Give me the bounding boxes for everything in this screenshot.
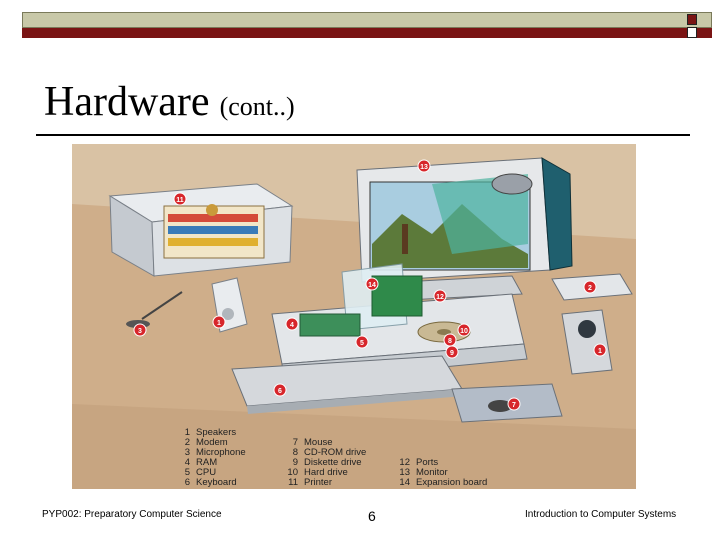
badge-12: 12 bbox=[433, 289, 447, 303]
svg-text:2: 2 bbox=[588, 285, 592, 292]
svg-text:9: 9 bbox=[450, 350, 454, 357]
legend-label: Expansion board bbox=[416, 477, 487, 488]
monitor bbox=[356, 157, 573, 301]
legend-num: 6 bbox=[185, 477, 190, 488]
badge-3: 3 bbox=[133, 323, 147, 337]
legend-label: Diskette drive bbox=[304, 457, 362, 468]
legend-num: 11 bbox=[288, 477, 298, 488]
legend-label: Keyboard bbox=[196, 477, 237, 488]
component-legend: 1 Speakers 2 Modem 3 Microphone 4 RAM 5 CPU 6… bbox=[185, 427, 488, 488]
legend-num: 9 bbox=[293, 457, 298, 468]
number-badges: 13 11 14 12 2 3 1 4 5 8 10 9 1 6 7 bbox=[133, 159, 607, 411]
footer-topic: Introduction to Computer Systems bbox=[525, 509, 677, 520]
legend-num: 8 bbox=[293, 447, 298, 458]
legend-label: Hard drive bbox=[304, 467, 348, 478]
right-speaker bbox=[561, 309, 613, 375]
svg-text:3: 3 bbox=[138, 328, 142, 335]
slide-title-suffix: (cont..) bbox=[219, 92, 295, 121]
svg-text:7: 7 bbox=[512, 402, 516, 409]
slide-title-main: Hardware bbox=[44, 79, 210, 125]
legend-label: Mouse bbox=[304, 437, 333, 448]
svg-text:14: 14 bbox=[368, 282, 376, 289]
legend-num: 12 bbox=[399, 457, 410, 468]
legend-label: Printer bbox=[304, 477, 332, 488]
footer-page-number: 6 bbox=[368, 508, 376, 524]
legend-num: 13 bbox=[399, 467, 410, 478]
legend-label: Microphone bbox=[196, 447, 246, 458]
svg-text:8: 8 bbox=[448, 338, 452, 345]
badge-1a: 1 bbox=[212, 315, 226, 329]
corner-square-empty bbox=[687, 27, 697, 38]
legend-num: 7 bbox=[293, 437, 298, 448]
legend-label: Speakers bbox=[196, 427, 236, 438]
legend-num: 5 bbox=[185, 467, 190, 478]
title-bar-decoration bbox=[22, 12, 712, 38]
badge-11: 11 bbox=[173, 192, 187, 206]
legend-column-right: 12 Ports 13 Monitor 14 Expansion board bbox=[399, 457, 487, 488]
badge-1b: 1 bbox=[593, 343, 607, 357]
badge-8: 8 bbox=[443, 333, 457, 347]
legend-num: 1 bbox=[185, 427, 190, 438]
svg-text:5: 5 bbox=[360, 340, 364, 347]
legend-column-left: 1 Speakers 2 Modem 3 Microphone 4 RAM 5 CPU 6… bbox=[185, 427, 246, 488]
footer-course: PYP002: Preparatory Computer Science bbox=[42, 509, 222, 520]
svg-text:10: 10 bbox=[460, 328, 468, 335]
legend-label: Monitor bbox=[416, 467, 448, 478]
legend-label: Modem bbox=[196, 437, 228, 448]
legend-label: CPU bbox=[196, 467, 216, 478]
badge-6: 6 bbox=[273, 383, 287, 397]
olive-band bbox=[22, 12, 712, 28]
badge-4: 4 bbox=[285, 317, 299, 331]
legend-num: 10 bbox=[287, 467, 298, 478]
svg-text:1: 1 bbox=[598, 348, 602, 355]
badge-9: 9 bbox=[445, 345, 459, 359]
svg-text:11: 11 bbox=[176, 197, 184, 204]
svg-text:6: 6 bbox=[278, 388, 282, 395]
svg-text:12: 12 bbox=[436, 294, 444, 301]
badge-2: 2 bbox=[583, 280, 597, 294]
legend-label: RAM bbox=[196, 457, 217, 468]
badge-7: 7 bbox=[507, 397, 521, 411]
legend-column-middle: 7 Mouse 8 CD-ROM drive 9 Diskette drive 10 H… bbox=[287, 437, 366, 488]
legend-label: Ports bbox=[416, 457, 438, 468]
legend-label: CD-ROM drive bbox=[304, 447, 366, 458]
svg-text:4: 4 bbox=[290, 322, 294, 329]
legend-num: 4 bbox=[185, 457, 190, 468]
legend-num: 2 bbox=[185, 437, 190, 448]
slide-title: Hardware (cont..) bbox=[44, 78, 295, 126]
title-underline bbox=[36, 134, 690, 136]
badge-13: 13 bbox=[417, 159, 431, 173]
badge-14: 14 bbox=[365, 277, 379, 291]
mouse bbox=[451, 383, 563, 423]
printer bbox=[108, 183, 294, 277]
legend-num: 14 bbox=[399, 477, 410, 488]
svg-text:1: 1 bbox=[217, 320, 221, 327]
badge-10: 10 bbox=[457, 323, 471, 337]
desk-edge bbox=[72, 404, 636, 489]
svg-text:13: 13 bbox=[420, 164, 428, 171]
badge-5: 5 bbox=[355, 335, 369, 349]
corner-square-filled bbox=[687, 14, 697, 25]
maroon-band bbox=[22, 28, 712, 38]
legend-num: 3 bbox=[185, 447, 190, 458]
